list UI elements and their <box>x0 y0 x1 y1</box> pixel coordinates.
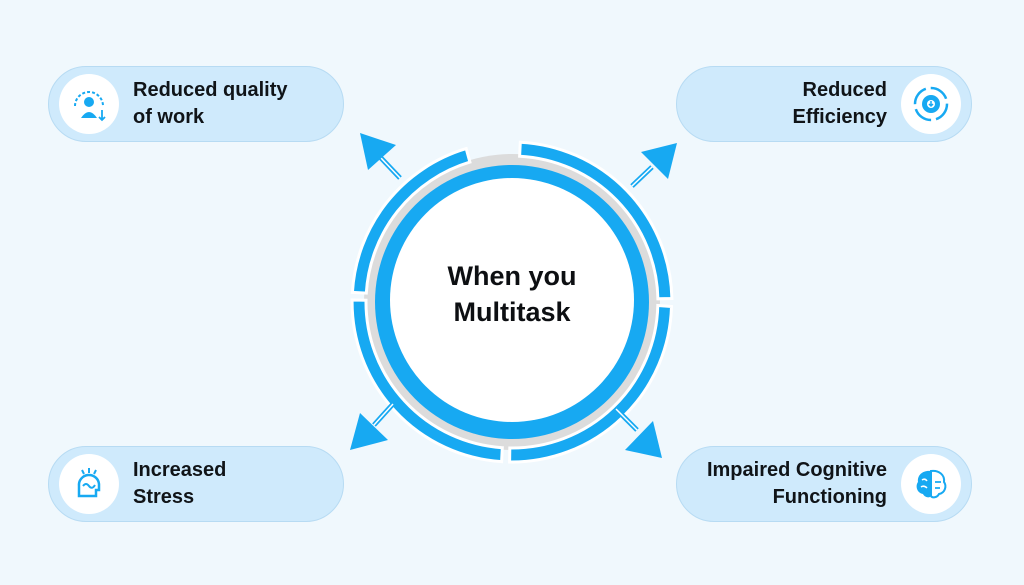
arrow-bottom-left <box>350 402 395 450</box>
arrow-top-left <box>360 133 402 180</box>
efficiency-gear-icon <box>901 74 961 134</box>
arrow-top-right <box>630 143 677 188</box>
effect-increased-stress: Increased Stress <box>48 446 344 522</box>
arc-segment-top <box>518 140 674 301</box>
effect-label-line-2: of work <box>133 106 205 128</box>
center-title-line-2: Multitask <box>453 297 571 327</box>
brain-icon <box>901 454 961 514</box>
effect-label-line-2: Efficiency <box>792 106 887 128</box>
center-title: When you Multitask <box>412 258 612 330</box>
effect-label-line-2: Functioning <box>772 486 887 508</box>
effect-label: Reduced Efficiency <box>793 77 887 131</box>
arrow-bottom-right <box>614 407 662 458</box>
center-title-line-1: When you <box>447 261 577 291</box>
effect-impaired-cognition: Impaired Cognitive Functioning <box>676 446 972 522</box>
effect-label-line-1: Impaired Cognitive <box>706 459 887 481</box>
stressed-head-icon <box>59 454 119 514</box>
effect-reduced-efficiency: Reduced Efficiency <box>676 66 972 142</box>
effect-label-line-1: Reduced quality <box>133 79 288 101</box>
effect-label: Impaired Cognitive Functioning <box>707 457 887 511</box>
arc-segment-left <box>350 146 472 295</box>
center-disc <box>390 178 634 422</box>
effect-label-line-1: Reduced <box>802 79 887 101</box>
arc-segment-bottom <box>350 298 504 464</box>
effect-label: Increased Stress <box>133 457 226 511</box>
effect-label-line-2: Stress <box>133 486 195 508</box>
effect-reduced-quality: Reduced quality of work <box>48 66 344 142</box>
quality-gauge-icon <box>59 74 119 134</box>
effect-label-line-1: Increased <box>133 459 227 481</box>
arc-segment-right <box>508 303 674 464</box>
effect-label: Reduced quality of work <box>133 77 287 131</box>
